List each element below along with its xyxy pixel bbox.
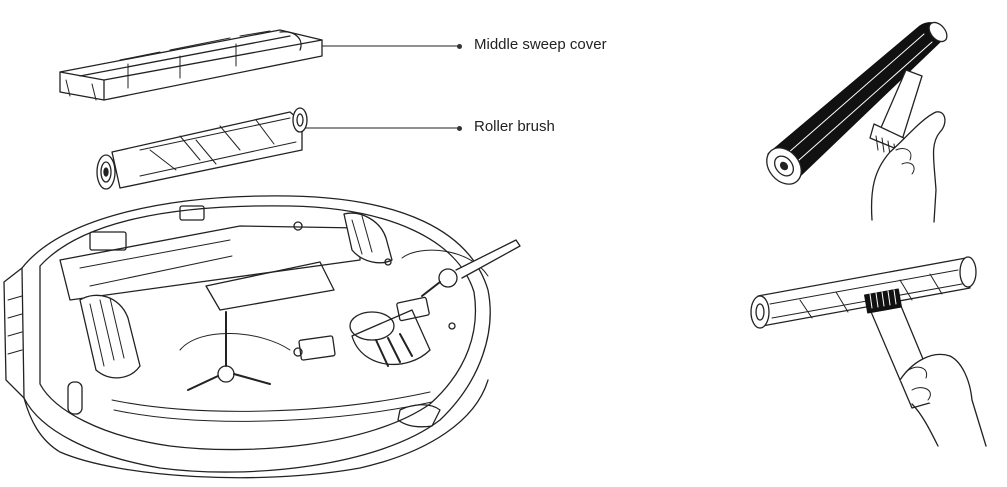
roller-brush-label: Roller brush xyxy=(474,118,555,135)
middle-sweep-cover-leader-dot xyxy=(457,43,462,49)
side-brush-left xyxy=(179,311,291,391)
robot-vacuum-underside xyxy=(3,195,521,479)
side-brush-right xyxy=(401,239,521,297)
roller-brush-leader-dot xyxy=(457,125,462,131)
cleaning-roller-illustration-bottom xyxy=(750,256,987,447)
roller-brush xyxy=(96,107,308,190)
cleaning-roller-illustration-top xyxy=(766,21,948,223)
middle-sweep-cover xyxy=(59,29,323,101)
middle-sweep-cover-label: Middle sweep cover xyxy=(474,36,607,53)
